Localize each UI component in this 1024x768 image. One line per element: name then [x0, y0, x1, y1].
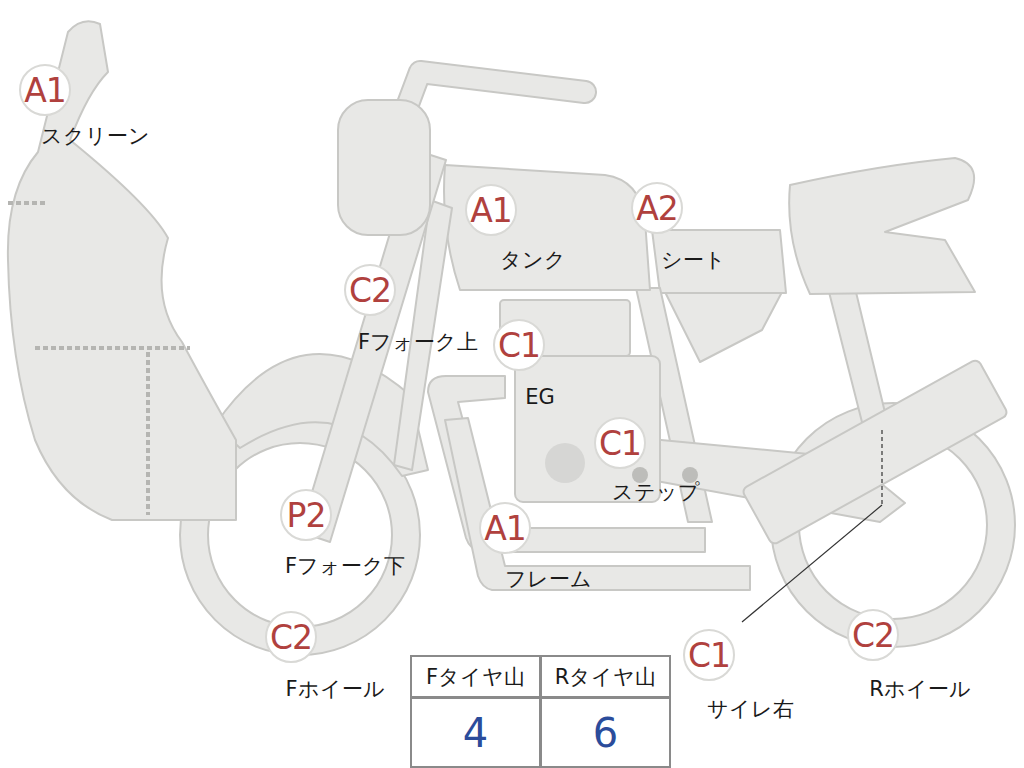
part-name: Fフォーク上	[358, 331, 478, 354]
grade-code: C1	[498, 329, 540, 362]
callout-circle: C1	[683, 629, 735, 681]
part-name: サイレ右	[707, 698, 794, 721]
grade-code: A1	[24, 74, 66, 107]
callout-circle: C1	[493, 319, 545, 371]
table-value-cell: 4	[410, 697, 541, 768]
leader-line	[742, 505, 882, 622]
table-header: Fタイヤ山	[426, 663, 525, 691]
part-name: スクリーン	[41, 125, 150, 148]
grade-callout: C2Rホイール	[847, 609, 899, 661]
grade-callout: C1サイレ右	[683, 629, 735, 681]
grade-code: A2	[636, 192, 678, 225]
callout-circle: A1	[465, 184, 517, 236]
callout-circle: C2	[847, 609, 899, 661]
part-name: タンク	[500, 249, 566, 272]
grade-callout: A1フレーム	[479, 502, 531, 554]
part-name: Rホイール	[869, 678, 971, 701]
part-name: フレーム	[505, 568, 592, 591]
grade-code: C2	[270, 621, 312, 654]
grade-code: C2	[852, 619, 894, 652]
callout-circle: C2	[344, 264, 396, 316]
exhaust-pipe	[445, 418, 750, 590]
grade-code: C1	[688, 639, 730, 672]
callout-circle: A1	[19, 64, 71, 116]
grade-callout: A1タンク	[465, 184, 517, 236]
rear-shock	[828, 288, 888, 430]
grade-callout: C2Fホイール	[265, 611, 317, 663]
fairing	[8, 21, 236, 520]
table-header-cell: Fタイヤ山	[410, 655, 541, 698]
seat-under	[665, 292, 782, 362]
part-name: Fフォーク下	[285, 555, 405, 578]
grade-callout: A1スクリーン	[19, 64, 71, 116]
grade-callout: C1EG	[493, 319, 545, 371]
callout-circle: A1	[479, 502, 531, 554]
part-name: ステップ	[612, 481, 700, 504]
headlight	[338, 100, 430, 235]
table-value-cell: 6	[540, 697, 671, 768]
grade-callout: C2Fフォーク上	[344, 264, 396, 316]
callout-circle: P2	[280, 489, 332, 541]
muffler	[741, 359, 1008, 546]
part-name: EG	[525, 386, 555, 409]
engine-block	[515, 356, 660, 502]
grade-callout: A2シート	[631, 182, 683, 234]
seat	[652, 230, 786, 293]
part-name: シート	[661, 249, 726, 272]
grade-code: C2	[349, 274, 391, 307]
callout-circle: C1	[594, 417, 646, 469]
handlebar	[405, 72, 585, 112]
grade-callout: P2Fフォーク下	[280, 489, 332, 541]
table-header: Rタイヤ山	[555, 663, 657, 691]
table-value: 6	[593, 710, 618, 756]
grade-code: C1	[599, 427, 641, 460]
part-name: Fホイール	[285, 678, 384, 701]
callout-circle: C2	[265, 611, 317, 663]
grade-code: A1	[484, 512, 526, 545]
grade-code: P2	[287, 499, 326, 532]
callout-circle: A2	[631, 182, 683, 234]
rear-cowl	[789, 158, 975, 294]
tank	[444, 165, 650, 290]
grade-code: A1	[470, 194, 512, 227]
table-value: 4	[463, 710, 488, 756]
leader-line	[881, 430, 882, 505]
table-header-cell: Rタイヤ山	[540, 655, 671, 698]
grade-callout: C1ステップ	[594, 417, 646, 469]
